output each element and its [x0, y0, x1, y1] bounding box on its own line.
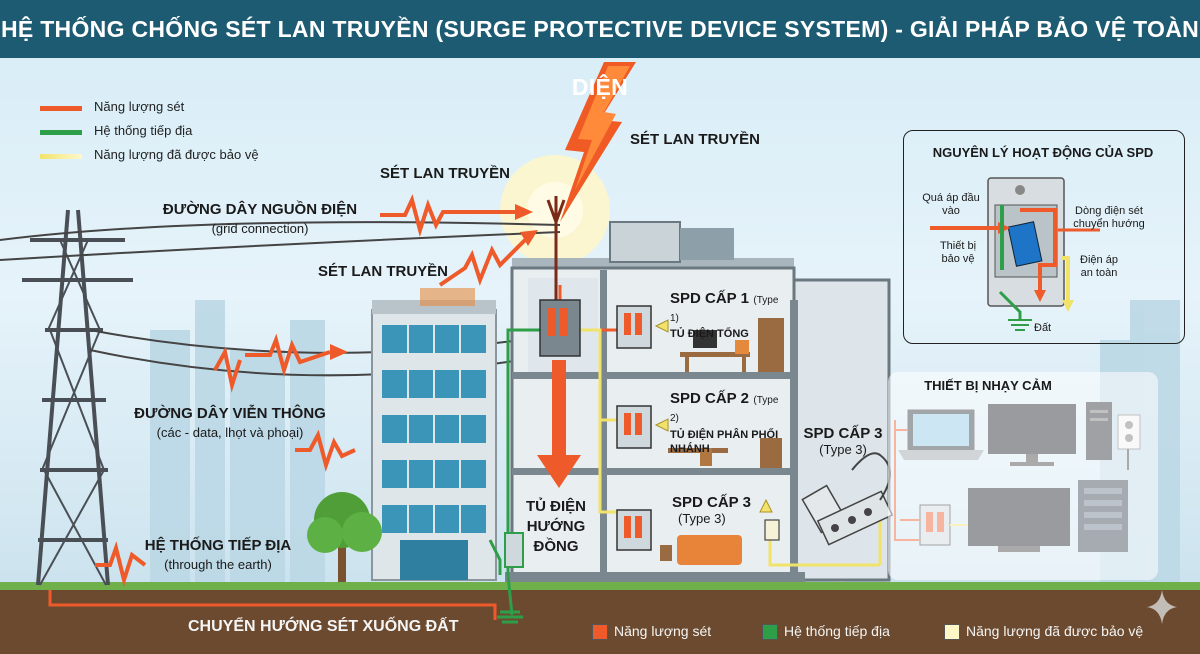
spd-box-main [539, 299, 581, 357]
spd-level1-label: SPD CẤP 1 (Type 1) TỦ ĐIỆN TỔNG [670, 290, 779, 340]
label-surge-top: SÉT LAN TRUYỀN [630, 131, 761, 148]
label-telecom-sub: (các - data, lhọt và phoại) [156, 425, 304, 440]
label-surge-line: SÉT LAN TRUYỀN [380, 165, 511, 182]
principle-diverted-label: Dòng điện sét chuyển hướng [1073, 205, 1145, 230]
label-earthing-sub: (through the earth) [164, 557, 272, 572]
office-building [371, 288, 497, 581]
divert-to-ground-label: CHUYỂN HƯỚNG SÉT XUỐNG ĐẤT [188, 618, 459, 635]
principle-earth-label: Đất [1034, 322, 1052, 334]
sparkle-icon [1147, 590, 1177, 624]
ground-bar-meter [504, 532, 524, 568]
spd3-device-label: SPD CẤP 3 (Type 3) [803, 425, 883, 457]
spd-box-level2 [616, 405, 652, 449]
principle-safe-label: Điện áp an toàn [1080, 254, 1118, 279]
surge-arrows [95, 194, 538, 588]
legend-swatch [40, 130, 82, 135]
page-title: HỆ THỐNG CHỐNG SÉT LAN TRUYỀN (SURGE PRO… [0, 0, 1200, 100]
sensitive-panel [888, 372, 1158, 580]
legend-swatch [40, 154, 82, 159]
wall-outlet [764, 519, 780, 541]
sensitive-panel-title: THIẾT BỊ NHẠY CẢM [924, 378, 1052, 393]
diverter-panel-label: TỦ ĐIỆN HƯỚNG ĐỒNG [526, 498, 586, 555]
label-surge-left: SÉT LAN TRUYỀN [318, 263, 449, 280]
label-earthing: HỆ THỐNG TIẾP ĐỊA [144, 537, 292, 554]
principle-panel [903, 130, 1185, 344]
ground-soil [0, 590, 1200, 654]
legend-swatch [40, 106, 82, 111]
legend-swatch [592, 624, 608, 640]
legend-swatch [762, 624, 778, 640]
tree [307, 492, 382, 582]
spd3-power-strip [801, 452, 894, 546]
principle-input-label: Quá áp đầu vào [922, 192, 980, 217]
legend-swatch [944, 624, 960, 640]
spd-box-level3 [616, 509, 652, 551]
spd-box-level1 [616, 305, 652, 349]
spd-level2-label: SPD CẤP 2 (Type 2) TỦ ĐIỆN PHÂN PHỐI NHÁ… [670, 390, 779, 455]
spd-principle-diagram [930, 177, 1100, 331]
label-telecom-line: ĐƯỜNG DÂY VIỄN THÔNG [134, 405, 326, 422]
grass [0, 582, 1200, 590]
principle-panel-title: NGUYÊN LÝ HOẠT ĐỘNG CỦA SPD [932, 145, 1154, 160]
power-pylon [22, 209, 133, 586]
principle-device-label: Thiết bị bảo vệ [939, 240, 977, 265]
label-power-line-sub: (grid connection) [211, 221, 309, 236]
spd-level3-label: SPD CẤP 3 (Type 3) [672, 494, 751, 526]
label-power-line: ĐƯỜNG DÂY NGUỒN ĐIỆN [162, 201, 358, 218]
